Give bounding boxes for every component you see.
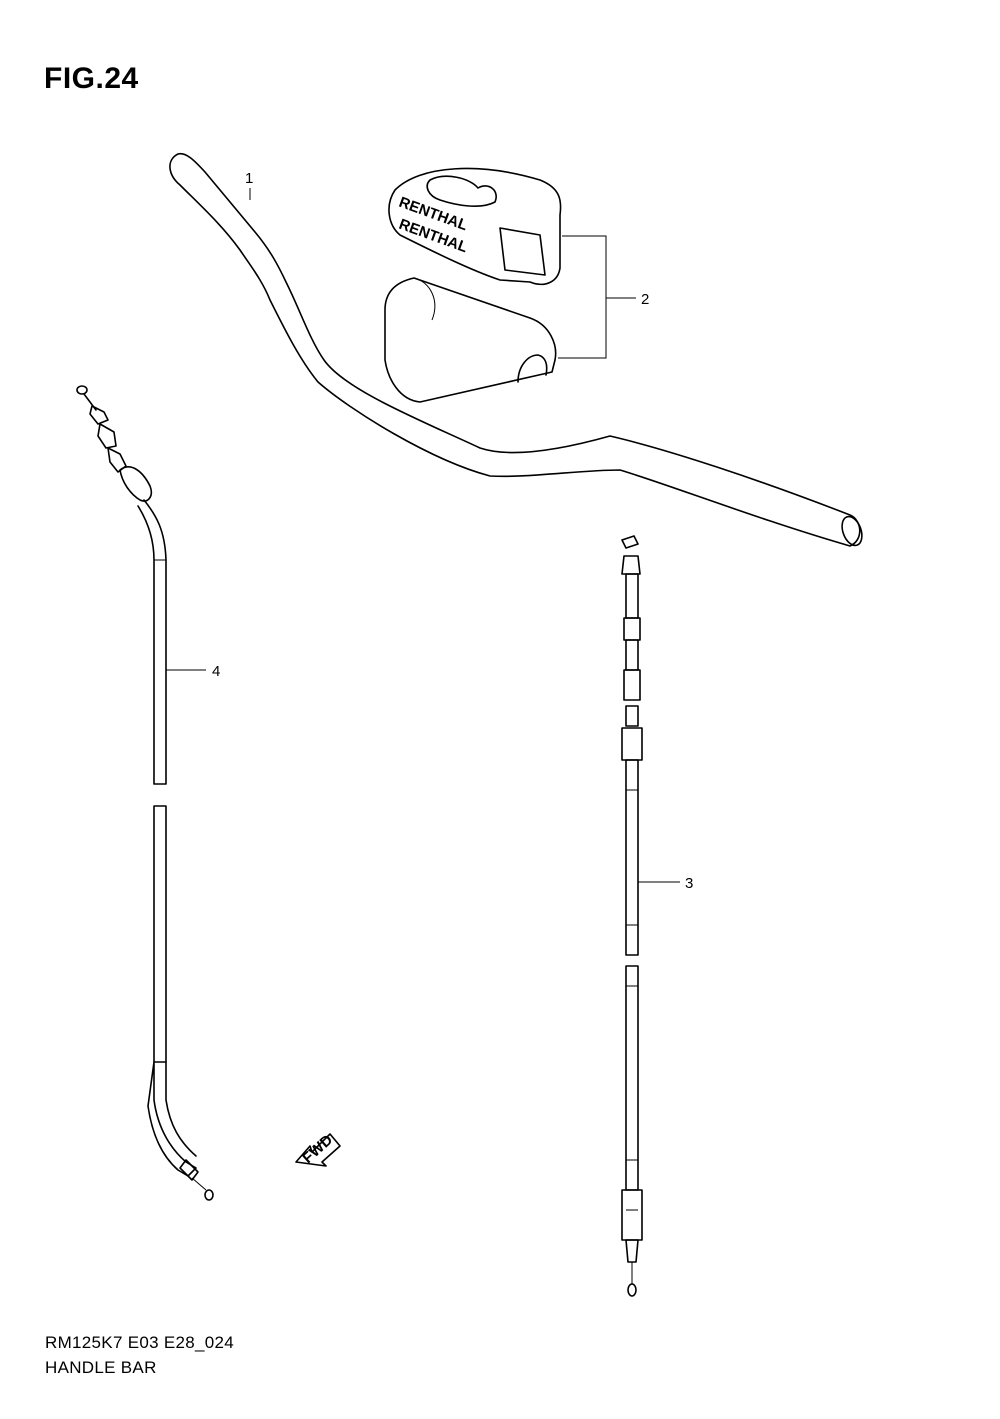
clutch-cable bbox=[76, 385, 214, 1201]
handlebar-pad-cover: RENTHAL RENTHAL bbox=[388, 167, 562, 286]
pad-leader bbox=[558, 235, 636, 359]
callout-3: 3 bbox=[685, 875, 693, 892]
callout-1: 1 bbox=[245, 170, 253, 187]
callout-2: 2 bbox=[641, 291, 649, 308]
throttle-cable bbox=[621, 535, 680, 1297]
handlebar bbox=[169, 152, 863, 547]
forward-direction-arrow: FWD bbox=[295, 1131, 341, 1167]
figure-code: RM125K7 E03 E28_024 bbox=[45, 1333, 235, 1352]
figure-title: FIG.24 bbox=[44, 62, 139, 95]
handlebar-pad-foam bbox=[384, 277, 557, 403]
fwd-label: FWD bbox=[299, 1131, 336, 1167]
figure-name: HANDLE BAR bbox=[45, 1358, 157, 1377]
callout-4: 4 bbox=[212, 663, 220, 680]
